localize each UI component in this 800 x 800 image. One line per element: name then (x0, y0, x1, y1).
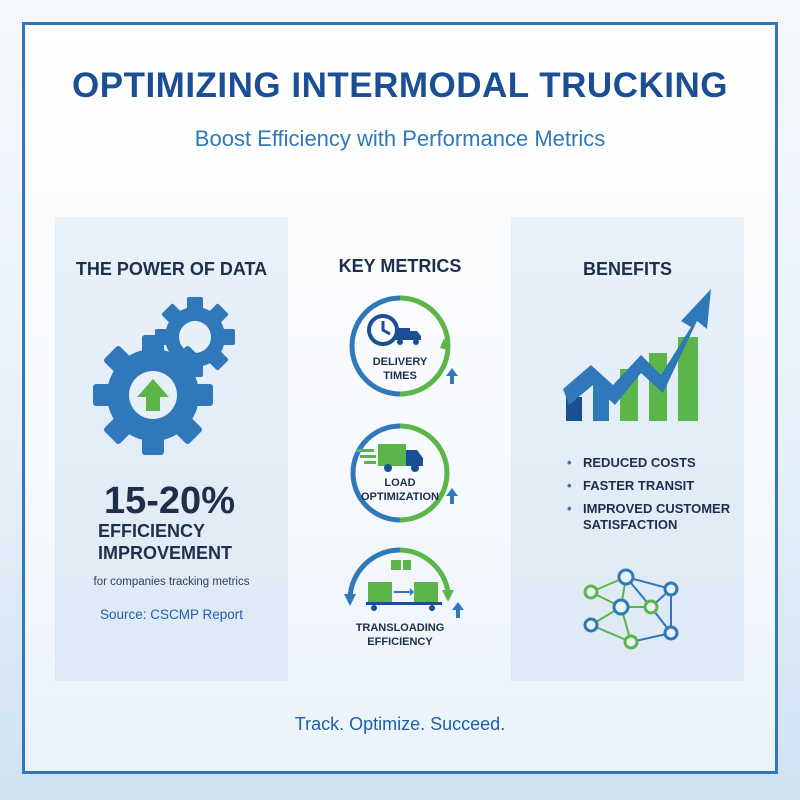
efficiency-stat-label: EFFICIENCY IMPROVEMENT (98, 520, 232, 564)
metric-1-line2: TIMES (383, 370, 417, 382)
bullet-icon: • (567, 455, 572, 470)
stat-label-line2: IMPROVEMENT (98, 543, 233, 563)
metric-2-line2: OPTIMIZATION (360, 491, 439, 503)
metric-transloading-label: TRANSLOADING EFFICIENCY (340, 621, 460, 649)
bullet-icon: • (567, 501, 572, 516)
stat-label-line1: EFFICIENCY (98, 521, 206, 541)
power-of-data-panel: THE POWER OF DATA (55, 217, 288, 681)
metric-1-line1: DELIVERY (372, 356, 428, 368)
growth-chart-icon (563, 289, 711, 421)
page-title: OPTIMIZING INTERMODAL TRUCKING (72, 66, 728, 105)
tagline: Track. Optimize. Succeed. (294, 714, 506, 734)
metric-load-optimization-label: LOAD OPTIMIZATION (350, 476, 450, 504)
clock-truck-icon (349, 295, 458, 397)
key-metrics-heading: KEY METRICS (338, 256, 462, 276)
source-citation: Source: CSCMP Report (99, 607, 244, 622)
stat-note: for companies tracking metrics (93, 576, 250, 588)
bullet-icon: • (567, 478, 572, 493)
benefit-item-continued: SATISFACTION (567, 517, 730, 533)
benefits-panel: BENEFITS • REDUCED COSTS • FASTER TRANSIT … (511, 217, 744, 681)
network-icon (583, 568, 679, 650)
power-of-data-heading: THE POWER OF DATA (75, 259, 268, 279)
metric-delivery-times-label: DELIVERY TIMES (350, 355, 450, 383)
benefit-text: REDUCED COSTS (583, 455, 696, 470)
page-subtitle: Boost Efficiency with Performance Metric… (194, 126, 606, 151)
benefit-text: SATISFACTION (583, 517, 678, 532)
benefit-item: • REDUCED COSTS (567, 455, 730, 471)
benefits-list: • REDUCED COSTS • FASTER TRANSIT • IMPROVED… (567, 455, 730, 540)
transload-containers-icon (344, 547, 464, 618)
moving-truck-icon (350, 423, 458, 523)
efficiency-stat: 15-20% (104, 480, 235, 522)
benefit-item: • IMPROVED CUSTOMER (567, 501, 730, 517)
benefit-text: FASTER TRANSIT (583, 478, 695, 493)
gears-icon (93, 297, 235, 455)
benefits-heading: BENEFITS (582, 259, 672, 279)
benefit-item: • FASTER TRANSIT (567, 478, 730, 494)
benefit-text: IMPROVED CUSTOMER (583, 501, 731, 516)
metric-3-line1: TRANSLOADING (355, 622, 445, 634)
metric-3-line2: EFFICIENCY (367, 636, 433, 648)
metric-2-line1: LOAD (384, 477, 416, 489)
